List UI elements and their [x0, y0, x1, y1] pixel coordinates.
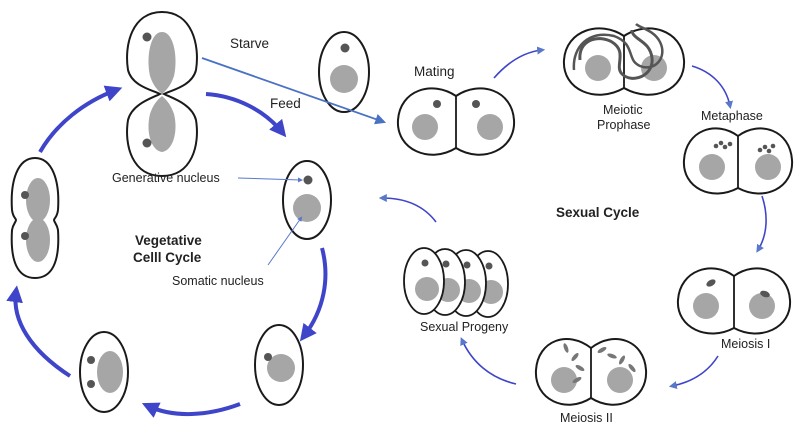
cell-pair-metaphase: [684, 128, 792, 193]
label-somatic-nucleus: Somatic nucleus: [172, 274, 264, 288]
cell-starved: [319, 32, 369, 112]
label-sexual-cycle: Sexual Cycle: [556, 205, 640, 220]
sexual-arrow-progeny-to-vegetative: [382, 198, 436, 222]
label-vegetative: Vegetative: [135, 233, 202, 248]
vegetative-arrow-up-left: [40, 90, 116, 152]
cell-pair-meiosis-two: [536, 339, 646, 405]
dividing-cell-top: [127, 12, 197, 176]
cell-pair-meiotic-prophase: [564, 24, 684, 95]
sexual-arrow-meiosis-one-to-two: [672, 356, 718, 386]
vegetative-arrow-bottom: [148, 404, 240, 414]
vegetative-arrow-down-right: [304, 248, 325, 336]
cell-vegetative-right: [255, 325, 303, 405]
cell-pair-mating: [398, 88, 514, 154]
cell-pair-meiosis-one: [678, 268, 790, 333]
label-mating: Mating: [414, 64, 455, 79]
label-feed: Feed: [270, 96, 301, 111]
label-cell-cycle: Celll Cycle: [133, 250, 202, 265]
label-meiosis-one: Meiosis I: [721, 337, 770, 351]
cell-vegetative-bottom-left: [80, 332, 128, 412]
vegetative-arrow-left-up: [15, 292, 70, 376]
label-meiosis-two: Meiosis II: [560, 411, 613, 425]
label-metaphase: Metaphase: [701, 109, 763, 123]
label-meiotic: Meiotic: [603, 103, 643, 117]
sexual-arrow-metaphase-to-meiosis-one: [758, 196, 766, 250]
cell-labeled-nuclei: [283, 161, 331, 239]
sexual-arrow-meiosis-two-to-progeny: [462, 340, 516, 384]
label-generative-nucleus: Generative nucleus: [112, 171, 220, 185]
cell-group-sexual-progeny: [404, 248, 508, 317]
label-prophase: Prophase: [597, 118, 651, 132]
sexual-arrow-mating-to-prophase: [494, 50, 542, 78]
sexual-arrow-prophase-to-metaphase: [692, 66, 730, 106]
label-sexual-progeny: Sexual Progeny: [420, 320, 509, 334]
dividing-cell-left: [12, 158, 59, 278]
label-starve: Starve: [230, 36, 269, 51]
somatic-nucleus-pointer: [268, 218, 301, 265]
